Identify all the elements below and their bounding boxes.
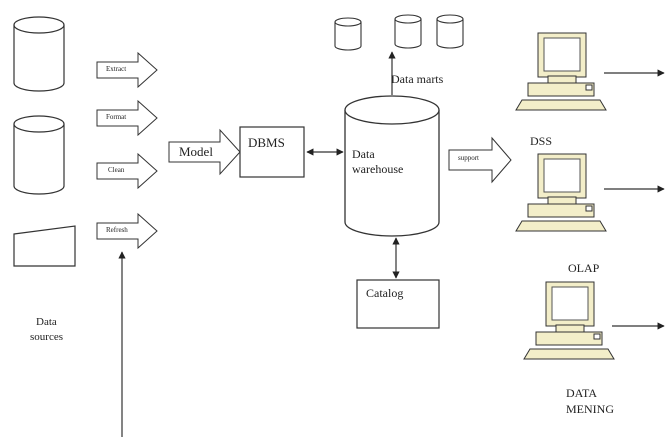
data-mining-label-line1: DATA xyxy=(566,386,598,400)
data-mart-2 xyxy=(394,14,422,49)
computer-dss xyxy=(515,153,607,232)
olap-label: OLAP xyxy=(568,261,600,275)
catalog-box xyxy=(356,279,440,329)
clean-label: Clean xyxy=(108,166,125,174)
support-label: support xyxy=(458,154,479,162)
refresh-arrow xyxy=(96,212,158,250)
computer-olap xyxy=(523,281,615,360)
format-label: Format xyxy=(106,113,127,121)
source-database-1 xyxy=(13,16,65,92)
data-mart-3 xyxy=(436,14,464,49)
model-arrow xyxy=(168,128,241,176)
extract-label: Extract xyxy=(106,65,127,73)
dss-label: DSS xyxy=(530,134,553,148)
computer-top xyxy=(515,32,607,111)
data-marts-label: Data marts xyxy=(391,72,444,86)
data-sources-label-line1: Data xyxy=(36,316,57,328)
warehouse-label-line1: Data xyxy=(352,147,375,161)
format-arrow xyxy=(96,99,158,137)
dbms-box xyxy=(239,126,305,178)
refresh-label: Refresh xyxy=(106,226,128,234)
data-mining-label-line2: MENING xyxy=(566,402,614,416)
clean-arrow xyxy=(96,152,158,190)
warehouse-label-line2: warehouse xyxy=(352,162,404,176)
model-label: Model xyxy=(179,144,213,159)
extract-arrow xyxy=(96,51,158,89)
data-mart-1 xyxy=(334,17,362,51)
support-arrow xyxy=(448,136,512,184)
data-warehouse-cylinder xyxy=(344,95,440,237)
catalog-label: Catalog xyxy=(366,286,404,300)
source-database-2 xyxy=(13,115,65,195)
dbms-label: DBMS xyxy=(248,135,285,150)
data-sources-label-line2: sources xyxy=(30,331,63,343)
source-document xyxy=(13,225,76,267)
